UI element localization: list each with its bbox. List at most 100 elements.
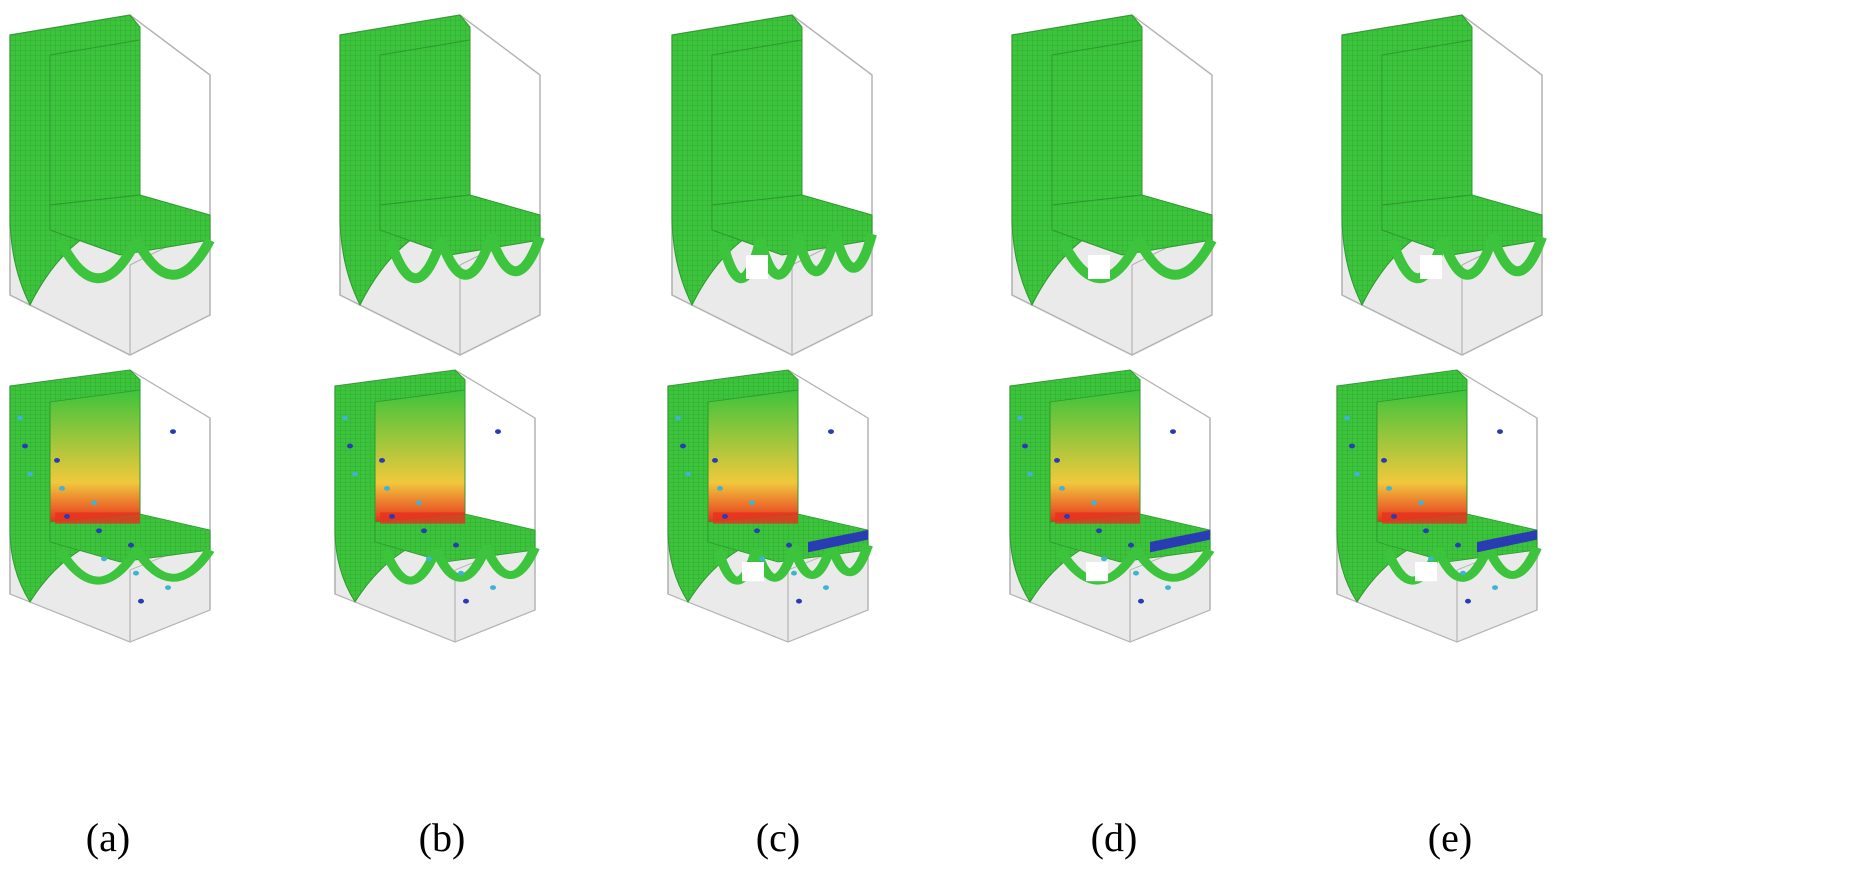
arch-rib bbox=[754, 235, 802, 280]
arch-rib bbox=[792, 232, 840, 277]
topology-d-density bbox=[1011, 14, 1217, 356]
low-stress-voxel bbox=[458, 570, 464, 576]
low-stress-voxel bbox=[1497, 429, 1503, 434]
low-stress-voxel bbox=[1386, 486, 1392, 491]
topology-d-stress bbox=[1009, 369, 1215, 643]
low-stress-voxel bbox=[754, 528, 760, 534]
low-stress-voxel bbox=[828, 429, 834, 434]
front-plate bbox=[49, 39, 141, 206]
model-group bbox=[9, 369, 215, 643]
low-stress-voxel bbox=[1428, 556, 1434, 562]
low-stress-voxel bbox=[426, 556, 432, 562]
low-stress-voxel bbox=[675, 415, 681, 421]
topology-b-stress bbox=[334, 369, 540, 643]
low-stress-voxel bbox=[1027, 471, 1033, 477]
low-stress-voxel bbox=[791, 570, 797, 576]
low-stress-voxel bbox=[685, 471, 691, 477]
low-stress-voxel bbox=[495, 429, 501, 434]
topology-c-density bbox=[671, 14, 877, 356]
arch-rib bbox=[1432, 546, 1492, 582]
model-group bbox=[334, 369, 540, 643]
arch-rib bbox=[1437, 235, 1497, 280]
model-group bbox=[1341, 14, 1547, 356]
low-stress-voxel bbox=[1096, 528, 1102, 534]
stress-edge bbox=[1477, 530, 1537, 553]
arch-rib bbox=[430, 546, 490, 582]
low-stress-voxel bbox=[490, 585, 496, 590]
arch-rib bbox=[825, 541, 873, 577]
low-stress-voxel bbox=[421, 528, 427, 534]
arch-rib bbox=[55, 548, 140, 585]
low-stress-voxel bbox=[463, 598, 469, 604]
model-group bbox=[1336, 369, 1542, 643]
low-stress-voxel bbox=[717, 486, 723, 491]
low-stress-voxel bbox=[1455, 542, 1461, 548]
stress-hotspot bbox=[1055, 512, 1140, 524]
low-stress-voxel bbox=[749, 500, 755, 506]
low-stress-voxel bbox=[1418, 500, 1424, 506]
low-stress-voxel bbox=[722, 514, 728, 519]
arch-rib bbox=[1132, 234, 1217, 280]
stress-hotspot bbox=[713, 512, 798, 524]
low-stress-voxel bbox=[1465, 598, 1471, 604]
low-stress-voxel bbox=[91, 500, 97, 506]
low-stress-voxel bbox=[22, 443, 28, 449]
stress-hotspot bbox=[380, 512, 465, 524]
hole bbox=[746, 255, 768, 279]
topology-a-stress bbox=[9, 369, 215, 643]
topology-e-density bbox=[1341, 14, 1547, 356]
hole bbox=[1415, 562, 1437, 582]
arch-rib bbox=[1482, 543, 1542, 579]
low-stress-voxel bbox=[712, 458, 718, 463]
low-stress-voxel bbox=[170, 429, 176, 434]
low-stress-voxel bbox=[1170, 429, 1176, 434]
arch-rib bbox=[1130, 545, 1215, 582]
low-stress-voxel bbox=[1492, 585, 1498, 590]
low-stress-voxel bbox=[823, 585, 829, 590]
hole bbox=[1086, 562, 1108, 582]
low-stress-voxel bbox=[1133, 570, 1139, 576]
low-stress-voxel bbox=[796, 598, 802, 604]
front-plate bbox=[1051, 39, 1143, 206]
low-stress-voxel bbox=[27, 471, 33, 477]
front-plate bbox=[711, 39, 803, 206]
low-stress-voxel bbox=[786, 542, 792, 548]
model-group bbox=[9, 14, 215, 356]
stress-hotspot bbox=[1382, 512, 1467, 524]
arch-rib bbox=[380, 548, 440, 585]
low-stress-voxel bbox=[1138, 598, 1144, 604]
panel-label-e: (e) bbox=[1427, 815, 1473, 860]
front-plate bbox=[1381, 39, 1473, 206]
arch-rib bbox=[485, 232, 545, 277]
low-stress-voxel bbox=[384, 486, 390, 491]
topology-e-stress bbox=[1336, 369, 1542, 643]
low-stress-voxel bbox=[1354, 471, 1360, 477]
low-stress-voxel bbox=[453, 542, 459, 548]
low-stress-voxel bbox=[680, 443, 686, 449]
arch-rib bbox=[130, 234, 215, 280]
model-group bbox=[667, 369, 873, 643]
arch-rib bbox=[480, 543, 540, 579]
arch-rib bbox=[385, 238, 445, 284]
panel-label-c: (c) bbox=[755, 815, 801, 860]
low-stress-voxel bbox=[347, 443, 353, 449]
low-stress-voxel bbox=[1059, 486, 1065, 491]
low-stress-voxel bbox=[1349, 443, 1355, 449]
low-stress-voxel bbox=[59, 486, 65, 491]
low-stress-voxel bbox=[1101, 556, 1107, 562]
low-stress-voxel bbox=[352, 471, 358, 477]
low-stress-voxel bbox=[1391, 514, 1397, 519]
low-stress-voxel bbox=[17, 415, 23, 421]
arch-rib bbox=[55, 237, 140, 284]
low-stress-voxel bbox=[101, 556, 107, 562]
low-stress-voxel bbox=[1064, 514, 1070, 519]
low-stress-voxel bbox=[416, 500, 422, 506]
low-stress-voxel bbox=[64, 514, 70, 519]
front-plate bbox=[379, 39, 471, 206]
low-stress-voxel bbox=[128, 542, 134, 548]
low-stress-voxel bbox=[1022, 443, 1028, 449]
hole bbox=[742, 562, 764, 582]
low-stress-voxel bbox=[165, 585, 171, 590]
model-group bbox=[1011, 14, 1217, 356]
low-stress-voxel bbox=[389, 514, 395, 519]
